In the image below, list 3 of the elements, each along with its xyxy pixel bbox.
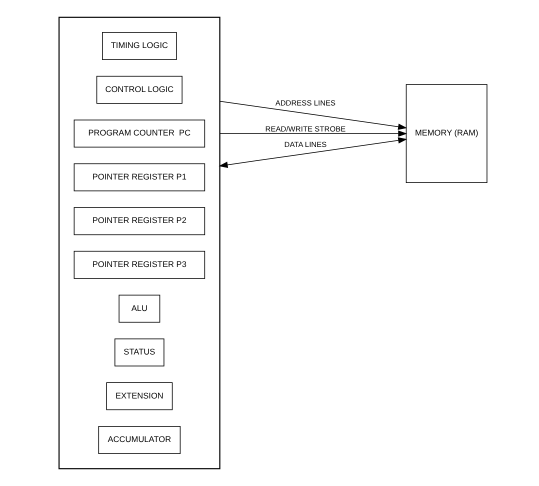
edge-label: DATA LINES xyxy=(284,140,326,150)
edge-label: READ/WRITE STROBE xyxy=(264,124,346,134)
edge-label: ADDRESS LINES xyxy=(274,98,336,108)
